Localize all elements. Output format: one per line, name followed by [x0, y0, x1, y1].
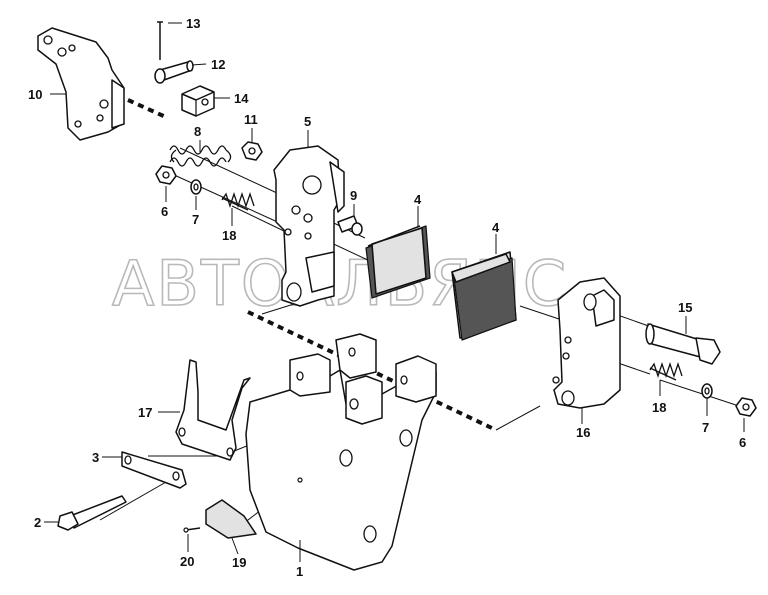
callout-7-right: 7 — [702, 420, 709, 435]
callout-3: 3 — [92, 450, 99, 465]
leader-lines — [44, 22, 745, 562]
callout-15: 15 — [678, 300, 692, 315]
callout-14: 14 — [234, 91, 249, 106]
callout-5: 5 — [304, 114, 311, 129]
callout-6-right: 6 — [739, 435, 746, 450]
alignment-dash-top — [127, 98, 169, 120]
block-nut-part-14 — [181, 85, 215, 117]
callout-9: 9 — [350, 188, 357, 203]
compression-spring-part-18-right — [649, 361, 683, 381]
callout-19: 19 — [232, 555, 246, 570]
callout-4-left: 4 — [414, 192, 422, 207]
nut-part-6-left — [155, 165, 177, 185]
callout-10: 10 — [28, 87, 42, 102]
washer-part-7-right — [701, 383, 713, 399]
caliper-half-part-5 — [273, 145, 345, 307]
guide-bolt-part-15 — [645, 323, 721, 365]
callout-18-left: 18 — [222, 228, 236, 243]
callout-18-right: 18 — [652, 400, 666, 415]
bolt-part-9 — [337, 215, 363, 236]
nut-part-6-right — [735, 397, 757, 417]
brake-pad-part-4-left — [365, 225, 431, 299]
retainer-plate-part-3 — [121, 451, 187, 489]
callout-7-left: 7 — [192, 212, 199, 227]
callout-1: 1 — [296, 564, 303, 579]
extension-spring-part-8 — [169, 145, 232, 167]
washer-part-7-left — [190, 179, 202, 195]
callout-20: 20 — [180, 554, 194, 569]
callout-4-right: 4 — [492, 220, 500, 235]
callout-12: 12 — [211, 57, 225, 72]
bracket-part-10 — [37, 27, 125, 141]
clevis-pin-part-12 — [154, 60, 194, 84]
callout-2: 2 — [34, 515, 41, 530]
carrier-part-1 — [245, 333, 437, 571]
fork-clip-part-17 — [175, 359, 251, 461]
callout-17: 17 — [138, 405, 152, 420]
callout-11: 11 — [244, 112, 258, 127]
caliper-half-part-16 — [552, 277, 621, 409]
compression-spring-part-18-left — [221, 191, 255, 211]
pin-part-13 — [157, 21, 163, 60]
brake-pad-part-4-right — [451, 251, 517, 341]
callout-8: 8 — [194, 124, 201, 139]
callout-13: 13 — [186, 16, 200, 31]
callout-6-left: 6 — [161, 204, 168, 219]
wear-plate-part-19 — [205, 499, 257, 539]
callout-labels: 13 12 14 10 11 5 8 6 7 18 9 4 4 15 18 7 … — [28, 16, 746, 579]
callout-16: 16 — [576, 425, 590, 440]
nut-part-11 — [241, 141, 263, 161]
screw-part-20 — [183, 527, 201, 533]
long-bolt-part-2 — [57, 495, 127, 531]
